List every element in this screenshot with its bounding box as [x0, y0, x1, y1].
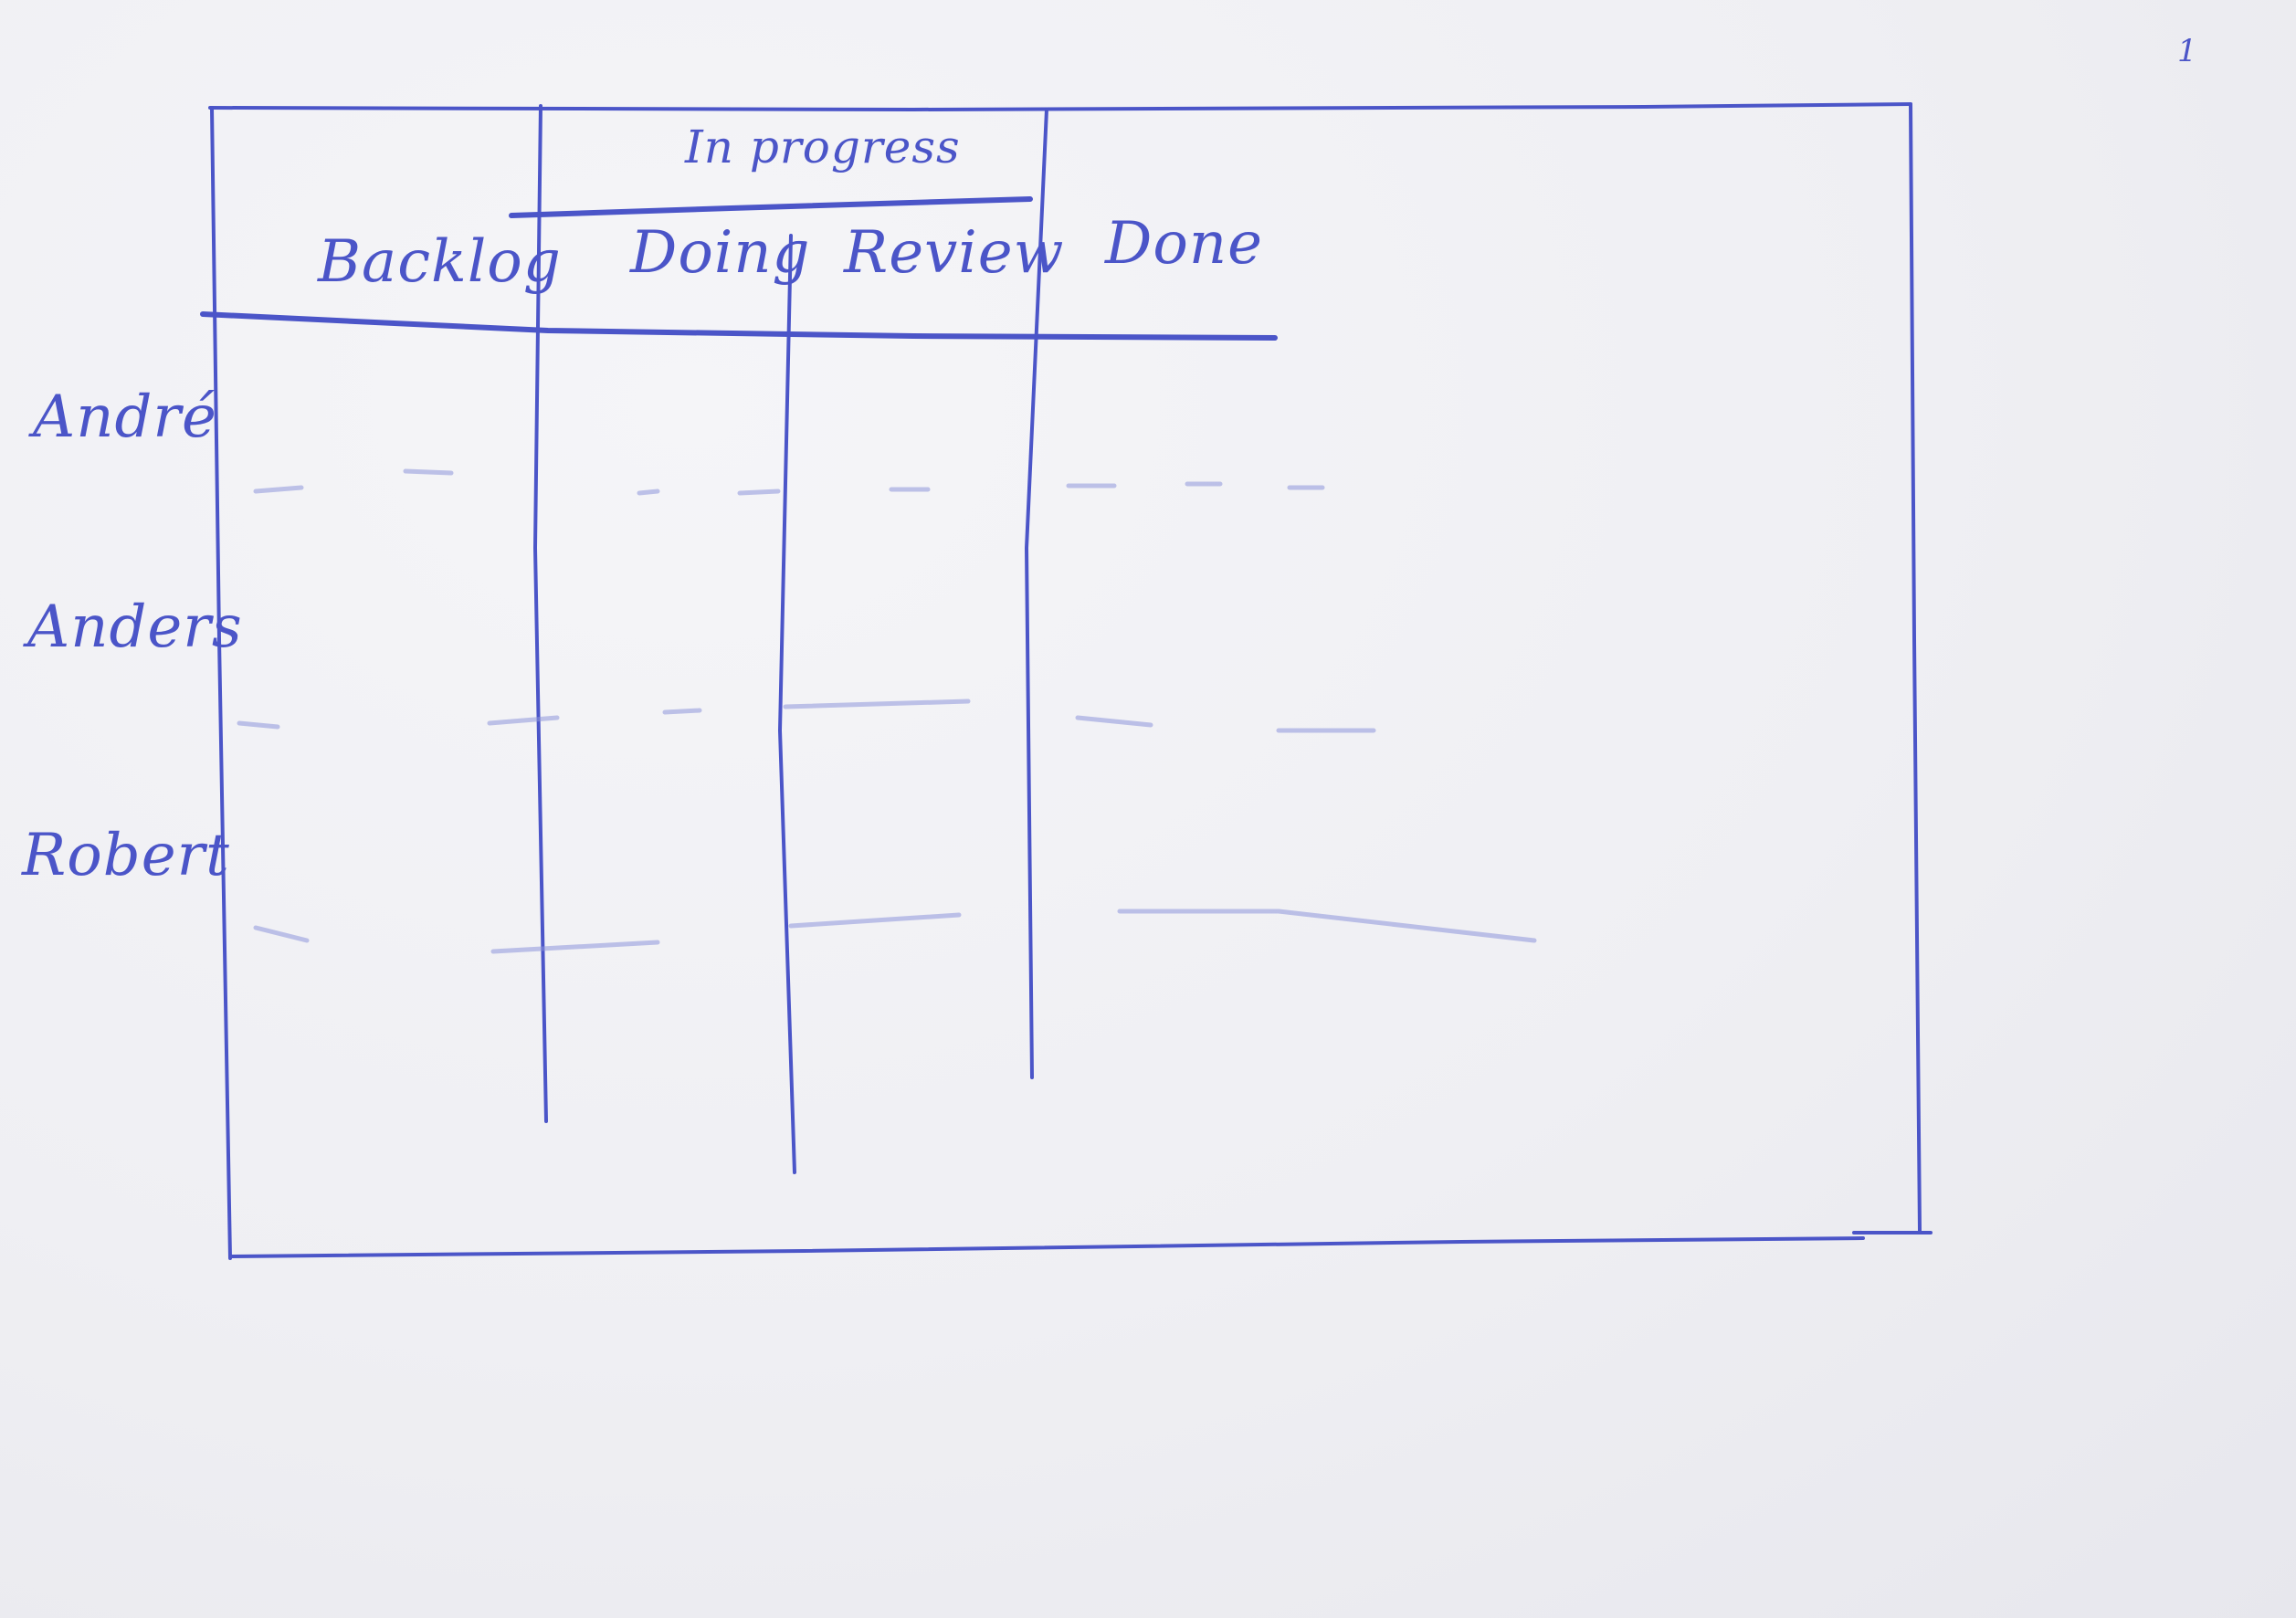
page-number: 1 [2177, 33, 2198, 69]
row-header-andre: André [33, 383, 217, 451]
board-frame-top [208, 102, 1912, 111]
board-frame-left [210, 106, 232, 1260]
row-guide-anders [237, 699, 1376, 733]
column-header-review: Review [844, 219, 1065, 287]
board-frame-bottom [228, 1236, 1865, 1258]
divider-inprogress-done [1025, 108, 1048, 1079]
row-guide-andre [253, 468, 1325, 496]
in-progress-header: In progress [685, 121, 961, 173]
header-underline [200, 311, 1278, 341]
column-header-doing: Doing [630, 219, 811, 287]
divider-backlog-doing [533, 104, 548, 1123]
row-header-robert: Robert [22, 822, 230, 889]
row-guide-robert [253, 909, 1537, 954]
column-header-done: Done [1105, 210, 1263, 278]
column-header-backlog: Backlog [318, 228, 562, 296]
row-header-anders: Anders [27, 594, 243, 661]
in-progress-underline [509, 196, 1033, 218]
divider-doing-review [778, 234, 796, 1174]
board-frame-right [1909, 102, 1922, 1233]
